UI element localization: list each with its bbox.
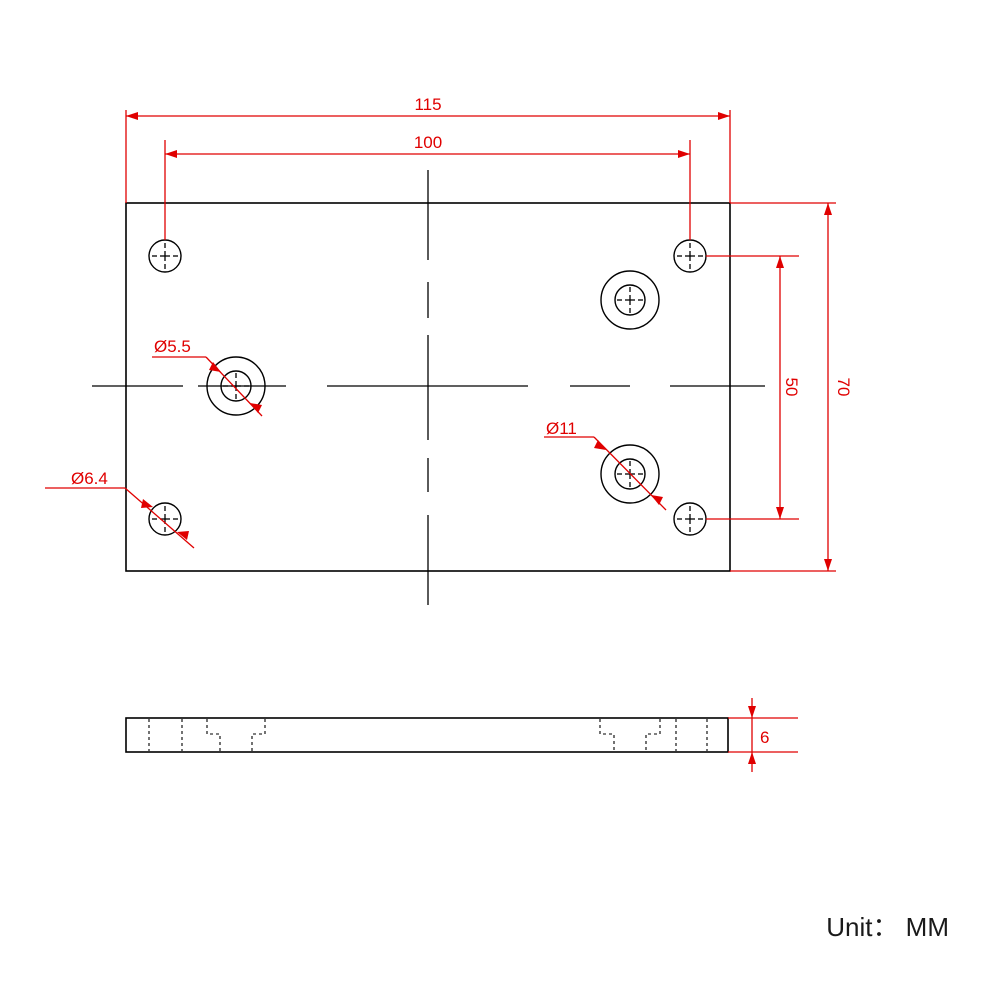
- top-view: [92, 170, 765, 605]
- counterbore-hole-left: [206, 356, 266, 416]
- dimension-dia-5-5-text: Ø5.5: [154, 337, 191, 356]
- dimension-115-text: 115: [414, 95, 441, 114]
- dimension-70: 70: [730, 202, 853, 572]
- dimension-dia-6-4: Ø6.4: [45, 469, 195, 549]
- dimension-dia-11-text: Ø11: [546, 419, 577, 438]
- unit-label: Unit： MM: [826, 912, 949, 942]
- side-view: [125, 717, 729, 753]
- dimension-100-text: 100: [414, 133, 442, 152]
- dimension-50-text: 50: [782, 378, 801, 397]
- dimension-6: 6: [728, 698, 798, 772]
- corner-hole-bottom-right: [673, 502, 707, 536]
- dimension-100: 100: [164, 133, 691, 240]
- corner-hole-top-right: [673, 239, 707, 273]
- dimension-70-text: 70: [834, 378, 853, 397]
- dimension-50: 50: [706, 255, 801, 520]
- dimension-dia-6-4-text: Ø6.4: [71, 469, 108, 488]
- corner-hole-top-left: [148, 239, 182, 273]
- dimension-115: 115: [125, 95, 731, 203]
- counterbore-hole-upper-right: [600, 270, 660, 330]
- side-view-outline: [125, 717, 729, 753]
- corner-hole-bottom-left: [148, 502, 182, 536]
- dimension-6-text: 6: [760, 728, 769, 747]
- counterbore-hole-lower-right: [600, 444, 660, 504]
- dimension-dia-11: Ø11: [544, 419, 667, 511]
- dimension-dia-5-5: Ø5.5: [152, 337, 263, 417]
